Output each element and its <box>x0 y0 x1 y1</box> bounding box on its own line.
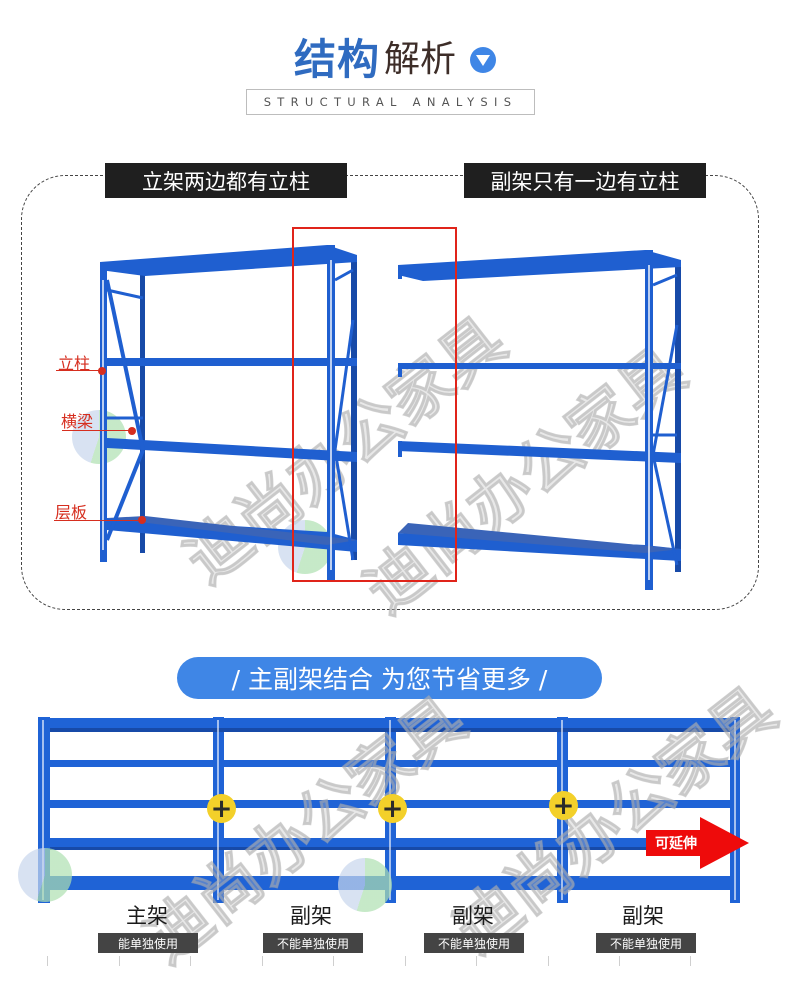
unit-note-main: 能单独使用 <box>98 933 198 953</box>
plus-connector-icon: + <box>549 791 578 820</box>
divider-tick <box>47 956 48 966</box>
divider-tick <box>119 956 120 966</box>
divider-tick <box>619 956 620 966</box>
extendable-label: 可延伸 <box>646 830 706 856</box>
divider-tick <box>476 956 477 966</box>
divider-tick <box>262 956 263 966</box>
plus-connector-icon: + <box>207 794 236 823</box>
callout-beam-label: 横梁 <box>61 412 94 431</box>
callout-panel-label: 层板 <box>55 503 88 522</box>
callout-panel-dot <box>138 516 146 524</box>
combo-banner: / 主副架结合 为您节省更多 / <box>177 657 602 699</box>
unit-note-sub: 不能单独使用 <box>596 933 696 953</box>
structure-panel <box>21 175 759 610</box>
unit-title-sub: 副架 <box>452 904 494 928</box>
divider-tick <box>548 956 549 966</box>
callout-beam-dot <box>128 427 136 435</box>
unit-note-sub: 不能单独使用 <box>424 933 524 953</box>
unit-title-sub: 副架 <box>290 904 332 928</box>
arrow-right-icon <box>700 817 749 869</box>
highlight-upright-box <box>292 227 457 582</box>
divider-tick <box>405 956 406 966</box>
main-frame-illustration <box>100 245 357 580</box>
callout-upright-label: 立柱 <box>58 354 91 373</box>
sub-frame-illustration <box>398 250 681 590</box>
title-strong: 结构 <box>293 34 380 84</box>
divider-tick <box>190 956 191 966</box>
section-title: 结构 解析 <box>0 28 790 84</box>
unit-title-sub: 副架 <box>622 904 664 928</box>
brand-logo-watermark <box>338 858 392 912</box>
unit-title-main: 主架 <box>126 904 168 928</box>
title-light: 解析 <box>384 39 457 80</box>
unit-note-sub: 不能单独使用 <box>263 933 363 953</box>
callout-beam-line <box>62 430 132 431</box>
brand-logo-watermark <box>18 848 72 902</box>
callout-upright-dot <box>98 367 106 375</box>
sub-frame-tag: 副架只有一边有立柱 <box>464 163 706 198</box>
callout-upright-line <box>56 370 102 371</box>
main-frame-tag: 立架两边都有立柱 <box>105 163 347 198</box>
triangle-down-circle-icon <box>470 47 497 73</box>
extendable-arrow: 可延伸 <box>642 817 750 869</box>
section-subtitle: STRUCTURAL ANALYSIS <box>246 89 535 115</box>
callout-panel-line <box>54 520 142 521</box>
plus-connector-icon: + <box>378 794 407 823</box>
divider-tick <box>333 956 334 966</box>
divider-tick <box>690 956 691 966</box>
